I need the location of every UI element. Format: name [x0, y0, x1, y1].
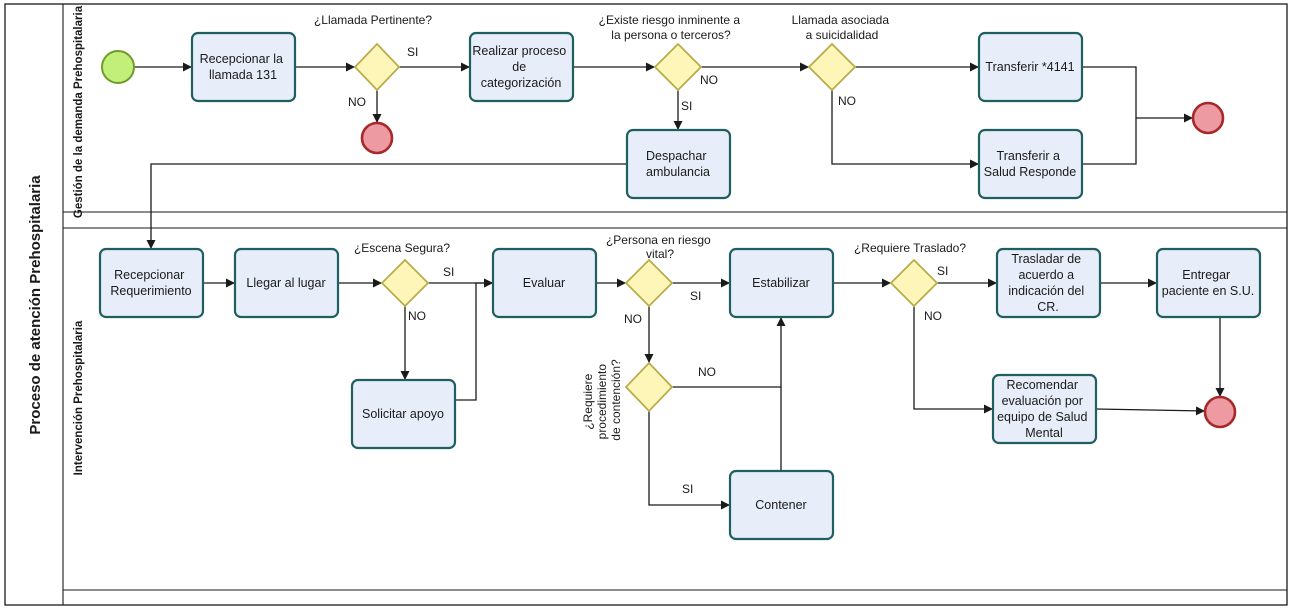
- task-label-estabilizar: Estabilizar: [752, 276, 810, 290]
- flow-4141-to-end: [1082, 66, 1193, 119]
- task-label-despachar: Despachar ambulancia: [646, 149, 710, 179]
- task-evaluar: [491, 247, 598, 319]
- flow-categorizacion-to-riesgo-arrowhead: [646, 62, 655, 72]
- gateway-label-escena: ¿Escena Segura?: [354, 241, 450, 255]
- task-label-recepcionar-req: Recepcionar Requerimiento: [110, 268, 191, 298]
- flow-riesgo-no-arrowhead: [800, 62, 809, 72]
- task-estabilizar: [728, 247, 835, 319]
- flow-label-traslado-no: NO: [924, 309, 942, 323]
- task-label-evaluar: Evaluar: [523, 276, 565, 290]
- flow-despachar-to-intervencion: [150, 163, 627, 249]
- flow-vital-si-arrowhead: [721, 278, 730, 288]
- lane-title-top: Gestión de la demanda Prehospitalaria: [73, 5, 85, 218]
- flow-contencion-si-arrowhead: [721, 500, 730, 510]
- task-label-categorizacion: Realizar proceso de categorización: [472, 44, 569, 90]
- flow-start-to-recepcionar-arrowhead: [183, 62, 192, 72]
- task-recepcionar-llamada: [190, 31, 297, 103]
- flow-despachar-to-intervencion-arrowhead: [146, 240, 156, 249]
- flow-label-traslado-si: SI: [937, 264, 948, 278]
- flow-suicidalidad-no-arrowhead: [970, 159, 979, 169]
- flow-recepcionar-req-to-llegar-arrowhead: [226, 278, 235, 288]
- flow-estabilizar-to-traslado-arrowhead: [882, 278, 891, 288]
- flow-label-escena-no: NO: [408, 309, 426, 323]
- flow-label-escena-si: SI: [443, 265, 454, 279]
- flow-escena-no-arrowhead: [400, 371, 410, 380]
- task-transferir-4141: [977, 31, 1084, 103]
- flow-label-riesgo-no: NO: [700, 73, 718, 87]
- gateway-label-traslado: ¿Requiere Traslado?: [854, 241, 966, 255]
- task-categorizacion: [468, 31, 575, 103]
- gateway-label-contencion: ¿Requiere procedimiento de contención?: [581, 359, 623, 441]
- end-event-bottom: [1203, 395, 1237, 429]
- flow-recomendar-to-end: [1095, 408, 1206, 412]
- flow-label-contencion-si: SI: [682, 482, 693, 496]
- flow-4141-to-end-arrowhead: [1184, 113, 1193, 123]
- gateway-label-riesgo-vital: ¿Persona en riesgo vital?: [606, 233, 714, 261]
- end-event-not-pertinent: [360, 121, 394, 155]
- flow-suicidalidad-si-arrowhead: [970, 62, 979, 72]
- task-transferir-salud-responde: [977, 128, 1084, 200]
- gateway-label-riesgo-inminente: ¿Existe riesgo inminente a la persona o …: [599, 13, 744, 42]
- flow-traslado-si-arrowhead: [988, 278, 997, 288]
- flow-label-pertinente-no: NO: [348, 95, 366, 109]
- task-label-transferir-4141: Transferir *4141: [985, 60, 1074, 74]
- task-label-trasladar: Trasladar de acuerdo a indicación del CR…: [1008, 252, 1087, 314]
- flow-label-riesgo-si: SI: [681, 99, 692, 113]
- task-label-entregar: Entregar paciente en S.U.: [1162, 268, 1254, 298]
- gateway-escena-segura: [380, 258, 430, 308]
- flow-salud-to-merge: [1082, 118, 1137, 165]
- flow-recepcionar-to-pertinente-arrowhead: [346, 62, 355, 72]
- task-recepcionar-requerimiento: [98, 247, 205, 319]
- sequence-flows: [134, 62, 1225, 510]
- flow-evaluar-to-vital-arrowhead: [617, 278, 626, 288]
- flow-llegar-to-escena-arrowhead: [373, 278, 382, 288]
- task-label-transferir-salud: Transferir a Salud Responde: [984, 149, 1076, 179]
- start-event: [101, 50, 135, 84]
- flow-solicitar-to-evaluar-arrowhead: [484, 278, 493, 288]
- flow-label-suicidalidad-no: NO: [838, 94, 856, 108]
- gateway-label-pertinente: ¿Llamada Pertinente?: [314, 13, 432, 27]
- task-entregar-paciente: [1155, 247, 1262, 319]
- task-label-contener: Contener: [755, 498, 806, 512]
- flow-traslado-no-arrowhead: [984, 404, 993, 414]
- gateway-contencion: [624, 361, 674, 413]
- flow-pertinente-si-arrowhead: [461, 62, 470, 72]
- gateway-traslado: [889, 258, 939, 308]
- task-recomendar-evaluacion: [991, 373, 1098, 445]
- flow-suicidalidad-no: [831, 90, 979, 165]
- flow-label-vital-si: SI: [690, 289, 701, 303]
- flow-contencion-si: [648, 411, 730, 506]
- flow-vital-no-arrowhead: [644, 354, 654, 363]
- task-label-llegar: Llegar al lugar: [246, 276, 325, 290]
- gateway-riesgo-inminente: [653, 42, 703, 92]
- task-contener: [728, 469, 835, 541]
- flow-label-contencion-no: NO: [698, 365, 716, 379]
- task-trasladar: [995, 247, 1102, 319]
- flow-label-pertinente-si: SI: [407, 45, 418, 59]
- gateway-label-suicidalidad: Llamada asociada a suicidalidad: [792, 13, 893, 42]
- task-despachar-ambulancia: [625, 128, 732, 200]
- flow-contencion-no-arrowhead: [776, 317, 786, 326]
- task-label-recepcionar-llamada: Recepcionar la llamada 131: [200, 52, 287, 82]
- gateway-llamada-pertinente: [353, 42, 401, 92]
- flow-label-vital-no: NO: [624, 312, 642, 326]
- flow-riesgo-si-arrowhead: [673, 121, 683, 130]
- flow-pertinente-no-arrowhead: [372, 114, 382, 123]
- end-event-top: [1191, 101, 1225, 135]
- flow-traslado-no: [913, 306, 993, 410]
- gateway-suicidalidad: [807, 42, 857, 92]
- gateway-riesgo-vital: [624, 258, 674, 308]
- flow-trasladar-to-entregar-arrowhead: [1148, 278, 1157, 288]
- task-label-solicitar: Solicitar apoyo: [362, 407, 444, 421]
- flow-entregar-to-end-arrowhead: [1215, 388, 1225, 397]
- lane-title-bottom: Intervención Prehospitalaria: [73, 320, 85, 475]
- flow-recomendar-to-end-arrowhead: [1195, 406, 1205, 416]
- pool-title: Proceso de atención Prehospitalaria: [27, 175, 44, 435]
- task-label-recomendar: Recomendar evaluación por equipo de Salu…: [997, 378, 1091, 440]
- task-llegar-al-lugar: [233, 247, 340, 319]
- task-solicitar-apoyo: [350, 378, 457, 450]
